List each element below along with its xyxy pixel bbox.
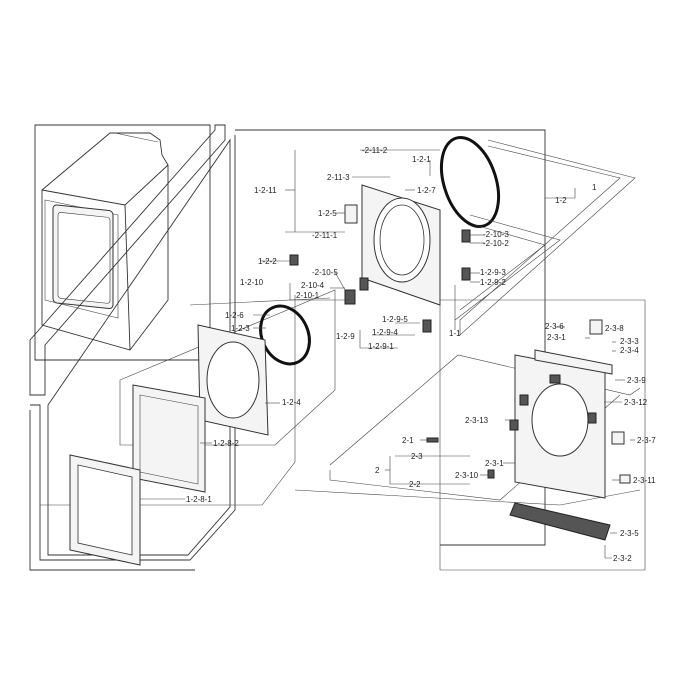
door-switch-board [509, 502, 611, 541]
label-2-3-10: 2-3-10 [455, 471, 479, 480]
label-1-2-9-4: 1-2-9-4 [372, 328, 398, 337]
label-2-1: 2-1 [402, 436, 414, 445]
label-2-3-7: 2-3-7 [637, 436, 656, 445]
part-2-3-7 [611, 431, 625, 445]
label-2-10-1: 2-10-1 [296, 291, 320, 300]
label-2-3-12: 2-3-12 [624, 398, 648, 407]
label-2-3-3: 2-3-3 [620, 337, 639, 346]
label-1-2-7: 1-2-7 [417, 186, 436, 195]
label-1-2-9-5: 1-2-9-5 [382, 315, 408, 324]
label-1-2: 1-2 [555, 196, 567, 205]
label-2-11-3: 2-11-3 [327, 173, 350, 182]
door-gasket-ring [439, 136, 501, 228]
label-1-2-1: 1-2-1 [412, 155, 431, 164]
label-2-11-1: -2-11-1 [312, 231, 338, 240]
part-2-3-8 [589, 319, 603, 335]
label-2-3-6: 2-3-6 [545, 322, 564, 331]
label-2-3: 2-3 [411, 452, 423, 461]
front-panel-assembly [426, 319, 631, 541]
hinge-1-2-5 [344, 204, 358, 224]
label-1-2-2: 1-2-2 [258, 257, 277, 266]
label-1-2-5: 1-2-5 [318, 209, 337, 218]
hinge-2-10 [344, 289, 356, 305]
label-2-3-13: 2-3-13 [465, 416, 489, 425]
label-1-2-3: 1-2-3 [231, 324, 250, 333]
label-2-3-5: 2-3-5 [620, 529, 639, 538]
label-2-10-3: -2-10-3 [483, 230, 509, 239]
label-2-10-4: 2-10-4 [301, 281, 325, 290]
label-1: 1 [592, 183, 597, 192]
hinge-1-2-2 [289, 254, 299, 266]
label-1-2-8-2: 1-2-8-2 [213, 439, 239, 448]
leader-lines [140, 149, 635, 559]
label-1-2-9: 1-2-9 [336, 332, 355, 341]
label-1-2-4: 1-2-4 [282, 398, 301, 407]
label-2-3-11: 2-3-11 [633, 476, 656, 485]
label-2-10-5: -2-10-5 [312, 268, 338, 277]
label-2-2: 2-2 [409, 480, 421, 489]
label-2-3-4: 2-3-4 [620, 346, 639, 355]
part-labels: -2-11-2 1-2-1 2-11-3 1-2-11 1-2-7 1-2-5 … [186, 146, 656, 563]
door-assembly [69, 136, 501, 566]
label-2-3-9: 2-3-9 [627, 376, 646, 385]
part-2-3-11 [619, 474, 631, 484]
label-1-2-9-3: 1-2-9-3 [480, 268, 506, 277]
label-2-3-1-low: 2-3-1 [485, 459, 504, 468]
label-1-1: 1-1 [449, 329, 461, 338]
label-2: 2 [375, 466, 380, 475]
label-1-2-10: 1-2-10 [240, 278, 264, 287]
dryer-overview-inset [34, 124, 211, 361]
label-2-3-1-top: 2-3-1 [547, 333, 566, 342]
label-2-3-8: 2-3-8 [605, 324, 624, 333]
label-1-2-9-2: 1-2-9-2 [480, 278, 506, 287]
label-1-2-6: 1-2-6 [225, 311, 244, 320]
door-glass-1-2-8-2 [132, 384, 206, 493]
label-2-3-2: 2-3-2 [613, 554, 632, 563]
label-1-2-8-1: 1-2-8-1 [186, 495, 212, 504]
label-1-2-11: 1-2-11 [254, 186, 277, 195]
label-2-11-2: -2-11-2 [362, 146, 388, 155]
label-1-2-9-1: 1-2-9-1 [368, 342, 394, 351]
label-2-10-2: -2-10-2 [483, 239, 509, 248]
